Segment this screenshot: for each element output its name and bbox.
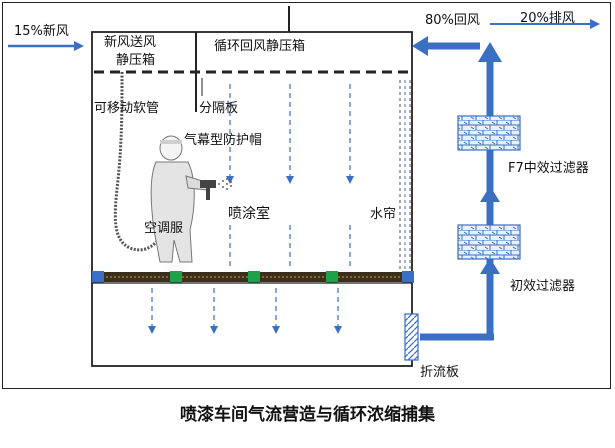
supply-box-label-2: 静压箱: [116, 52, 155, 68]
return-box-label: 循环回风静压箱: [214, 38, 305, 54]
diagram-frame: [2, 2, 611, 389]
under-grate-arrows: [148, 288, 342, 334]
duct-mid-arrow-head: [480, 186, 500, 202]
hood-label: 气幕型防护帽: [184, 132, 262, 148]
booth-downflow-arrows: [226, 84, 354, 268]
hose-label: 可移动软管: [94, 101, 159, 116]
duct-low-arrow-head: [480, 258, 500, 274]
diagram-caption: 喷漆车间气流营造与循环浓缩捕集: [180, 405, 435, 425]
primary-filter-label: 初效过滤器: [510, 279, 575, 294]
movable-hose: [113, 71, 187, 252]
suit-label: 空调服: [144, 221, 183, 236]
curtain-label: 水帘: [370, 206, 396, 222]
primary-filter: [457, 224, 521, 260]
painter-figure-icon: [150, 135, 232, 263]
partition-label: 分隔板: [199, 101, 238, 116]
fresh-air-label: 15%新风: [14, 23, 69, 39]
exhaust-air-label: 20%排风: [520, 11, 575, 26]
floor-grate: [92, 271, 414, 283]
deflector-label: 折流板: [420, 365, 459, 380]
supply-box-label-1: 新风送风: [104, 34, 156, 50]
duct-top-arrow-head: [478, 42, 502, 62]
return-arrow-head: [412, 36, 428, 56]
return-air-label: 80%回风: [425, 13, 480, 28]
booth-label: 喷涂室: [228, 205, 270, 222]
deflector: [404, 313, 419, 361]
f7-filter: [457, 115, 521, 151]
water-curtain: [399, 80, 411, 272]
spray-booth-outline: [91, 31, 413, 367]
f7-filter-label: F7中效过滤器: [508, 161, 589, 176]
